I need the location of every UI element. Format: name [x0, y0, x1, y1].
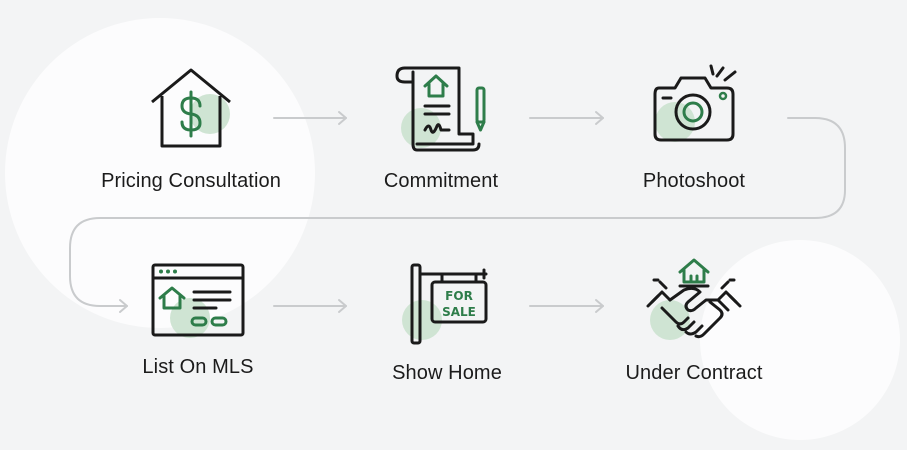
- step-label: Pricing Consultation: [101, 170, 281, 192]
- contract-scroll-icon: [395, 66, 486, 152]
- arrow-5-6: [529, 299, 604, 313]
- step-label: List On MLS: [142, 356, 254, 378]
- step-label: Commitment: [383, 170, 499, 192]
- step-photoshoot: Photoshoot: [574, 64, 814, 193]
- browser-listing-icon: [151, 263, 245, 338]
- arrow-4-5: [273, 299, 347, 313]
- sign-text-line2: SALE: [442, 305, 476, 319]
- arrow-2-3: [529, 111, 604, 125]
- for-sale-sign-icon: FOR SALE: [402, 263, 488, 345]
- handshake-icon: [646, 258, 742, 340]
- step-list-on-mls: List On MLS: [78, 262, 318, 379]
- sign-text-line1: FOR: [445, 289, 473, 303]
- step-pricing-consultation: Pricing Consultation: [71, 64, 311, 193]
- step-label: Under Contract: [625, 362, 763, 384]
- step-under-contract: Under Contract: [574, 256, 814, 385]
- camera-icon: [653, 64, 737, 142]
- step-show-home: FOR SALE Show Home: [327, 262, 567, 385]
- step-label: Show Home: [392, 362, 502, 384]
- background-circle-left: [5, 18, 315, 328]
- house-dollar-icon: [151, 68, 231, 148]
- arrow-1-2: [273, 111, 347, 125]
- background-circle-right: [700, 240, 900, 440]
- arrow-3-4-loop: [69, 117, 846, 313]
- step-label: Photoshoot: [642, 170, 746, 192]
- step-commitment: Commitment: [321, 64, 561, 193]
